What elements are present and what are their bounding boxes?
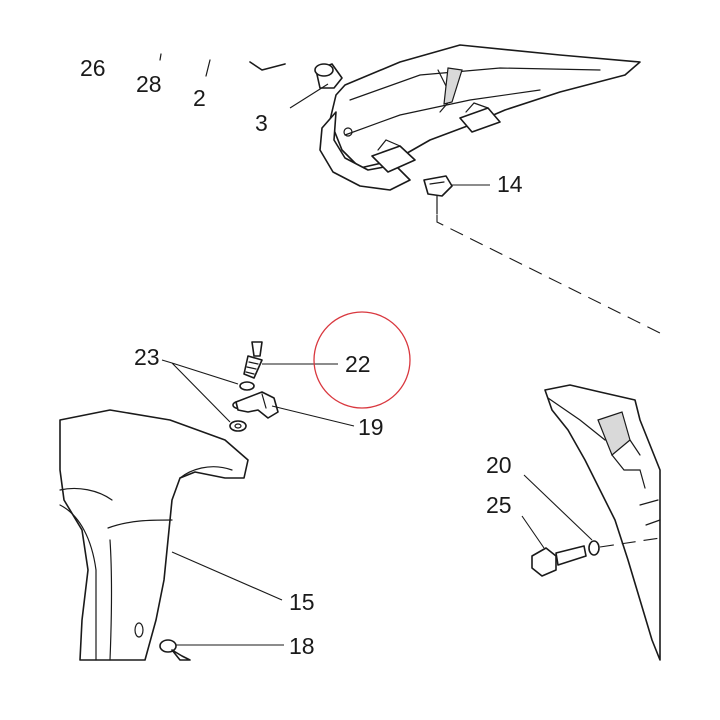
leader-3 <box>289 83 329 109</box>
label-25: 25 <box>486 492 512 518</box>
label-18: 18 <box>289 633 315 659</box>
leader-20 <box>523 474 593 541</box>
label-26: 26 <box>80 55 106 81</box>
highlight-circle <box>313 311 411 409</box>
leader-25 <box>521 515 545 549</box>
right-side-panel <box>544 384 661 661</box>
part-18-screw <box>159 639 191 661</box>
leader-23b <box>161 359 173 364</box>
part-15-panel <box>59 409 249 661</box>
assembly-line-20 <box>599 537 661 548</box>
label-22: 22 <box>345 351 371 377</box>
label-3: 3 <box>255 110 268 136</box>
leader-19 <box>271 405 355 427</box>
part-14-clip <box>423 175 453 215</box>
assembly-line-dashed <box>436 215 661 334</box>
leader-23 <box>171 362 239 423</box>
upper-bracket-assembly <box>159 44 641 191</box>
part-25-bolt <box>531 545 587 577</box>
leader-15 <box>171 551 283 601</box>
label-2: 2 <box>193 85 206 111</box>
part-20-washer <box>588 540 600 556</box>
part-3-bushing <box>314 63 343 89</box>
label-23: 23 <box>134 344 160 370</box>
label-19: 19 <box>358 414 384 440</box>
label-15: 15 <box>289 589 315 615</box>
label-28: 28 <box>136 71 162 97</box>
label-14: 14 <box>497 171 523 197</box>
part-22-bolt <box>243 341 263 379</box>
part-19-clamp <box>235 391 279 419</box>
label-20: 20 <box>486 452 512 478</box>
